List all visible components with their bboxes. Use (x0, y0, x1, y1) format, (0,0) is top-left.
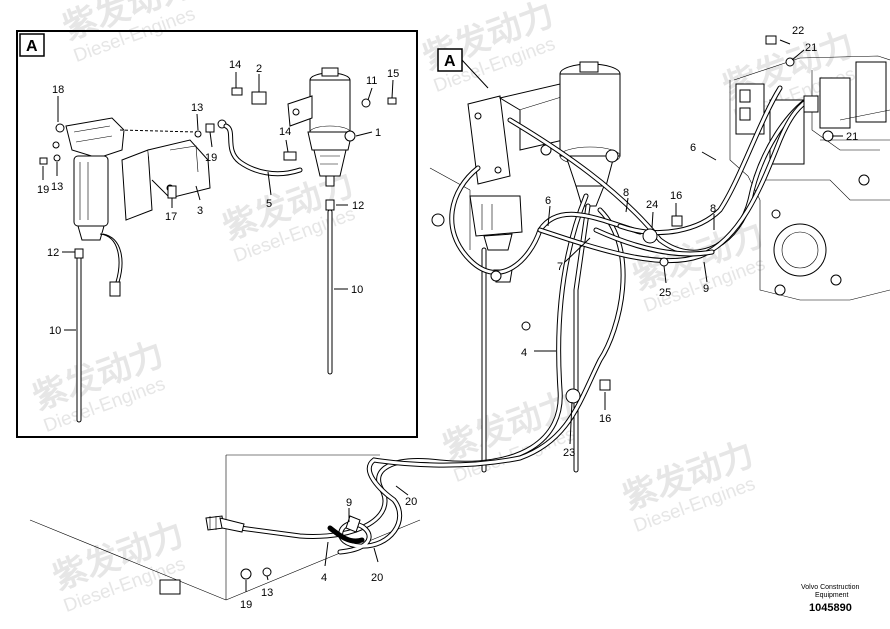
callout-label: 10 (351, 284, 363, 296)
inset-view-label: A (26, 38, 38, 55)
frame-reference-lines (29, 167, 471, 601)
callout-label: 9 (703, 283, 709, 295)
callout-label: 13 (191, 102, 203, 114)
fuel-hoses-main (205, 85, 815, 555)
callout-label: 18 (52, 84, 64, 96)
callout-label: 6 (545, 195, 551, 207)
callout-label: 19 (37, 184, 49, 196)
callout-label: 4 (321, 572, 327, 584)
leader-lines-inset (42, 72, 394, 331)
callout-label: 16 (599, 413, 611, 425)
leader-lines-main (245, 39, 843, 592)
document-number: 1045890 (809, 602, 852, 614)
callout-label: 13 (51, 181, 63, 193)
callout-label: 11 (366, 75, 377, 87)
callout-label: 3 (197, 205, 203, 217)
credit-line1: Volvo Construction (801, 584, 859, 591)
callout-label: 12 (352, 200, 364, 212)
bracket-inset (121, 139, 211, 221)
inset-view-box (19, 33, 45, 57)
callout-label: 7 (557, 261, 563, 273)
watermark: 紫发动力 Diesel-Engines (48, 514, 189, 617)
callout-label: 14 (279, 126, 291, 138)
main-view-label: A (444, 53, 456, 70)
water-separator-inset (287, 67, 397, 187)
fitting-14-2-inset (231, 87, 297, 161)
main-view: A (29, 35, 890, 601)
hose-5-inset (223, 123, 303, 177)
watermark: 紫发动力 Diesel-Engines (218, 164, 359, 267)
callout-label: 22 (792, 25, 804, 37)
watermark: 紫发动力 Diesel-Engines (28, 334, 169, 437)
callout-label: 14 (229, 59, 241, 71)
callout-label: 21 (805, 42, 817, 54)
fuel-filter-inset (39, 117, 197, 297)
callout-label: 13 (261, 587, 273, 599)
watermark: 紫发动力 Diesel-Engines (438, 384, 579, 487)
callout-label: 24 (646, 199, 658, 211)
callout-layer: 18 13 19 13 19 17 3 14 2 14 5 11 15 1 12… (37, 25, 858, 611)
callout-label: 20 (405, 496, 417, 508)
callout-label: 19 (205, 152, 217, 164)
callout-label: 19 (240, 599, 252, 611)
callout-label: 21 (846, 131, 858, 143)
view-arrow (461, 59, 489, 89)
callout-label: 10 (49, 325, 61, 337)
credit-line2: Equipment (815, 592, 849, 599)
callout-label: 17 (165, 211, 177, 223)
callout-label: 16 (670, 190, 682, 202)
callout-label: 5 (266, 198, 272, 210)
watermark: 紫发动力 Diesel-Engines (58, 0, 199, 67)
callout-label: 4 (521, 347, 527, 359)
callout-label: 1 (375, 127, 381, 139)
callout-label: 8 (710, 203, 716, 215)
bolt-17-inset (167, 185, 177, 199)
callout-label: 20 (371, 572, 383, 584)
callout-label: 15 (387, 68, 399, 80)
fuel-filter-assembly-main (467, 61, 621, 331)
detail-view-inset: A (16, 30, 418, 438)
inset-frame (16, 30, 418, 438)
watermark: 紫发动力 Diesel-Engines (618, 434, 759, 537)
callout-label: 6 (690, 142, 696, 154)
callout-label: 2 (256, 63, 262, 75)
callout-label: 8 (623, 187, 629, 199)
clamps-main (159, 35, 834, 595)
drain-hose-inset-right (325, 199, 335, 375)
callout-label: 9 (346, 497, 352, 509)
document-credit: Volvo Construction Equipment 1045890 (801, 584, 859, 614)
callout-label: 12 (47, 247, 59, 259)
callout-label: 23 (563, 447, 575, 459)
callout-label: 25 (659, 287, 671, 299)
drain-hose-inset-left (74, 248, 84, 423)
